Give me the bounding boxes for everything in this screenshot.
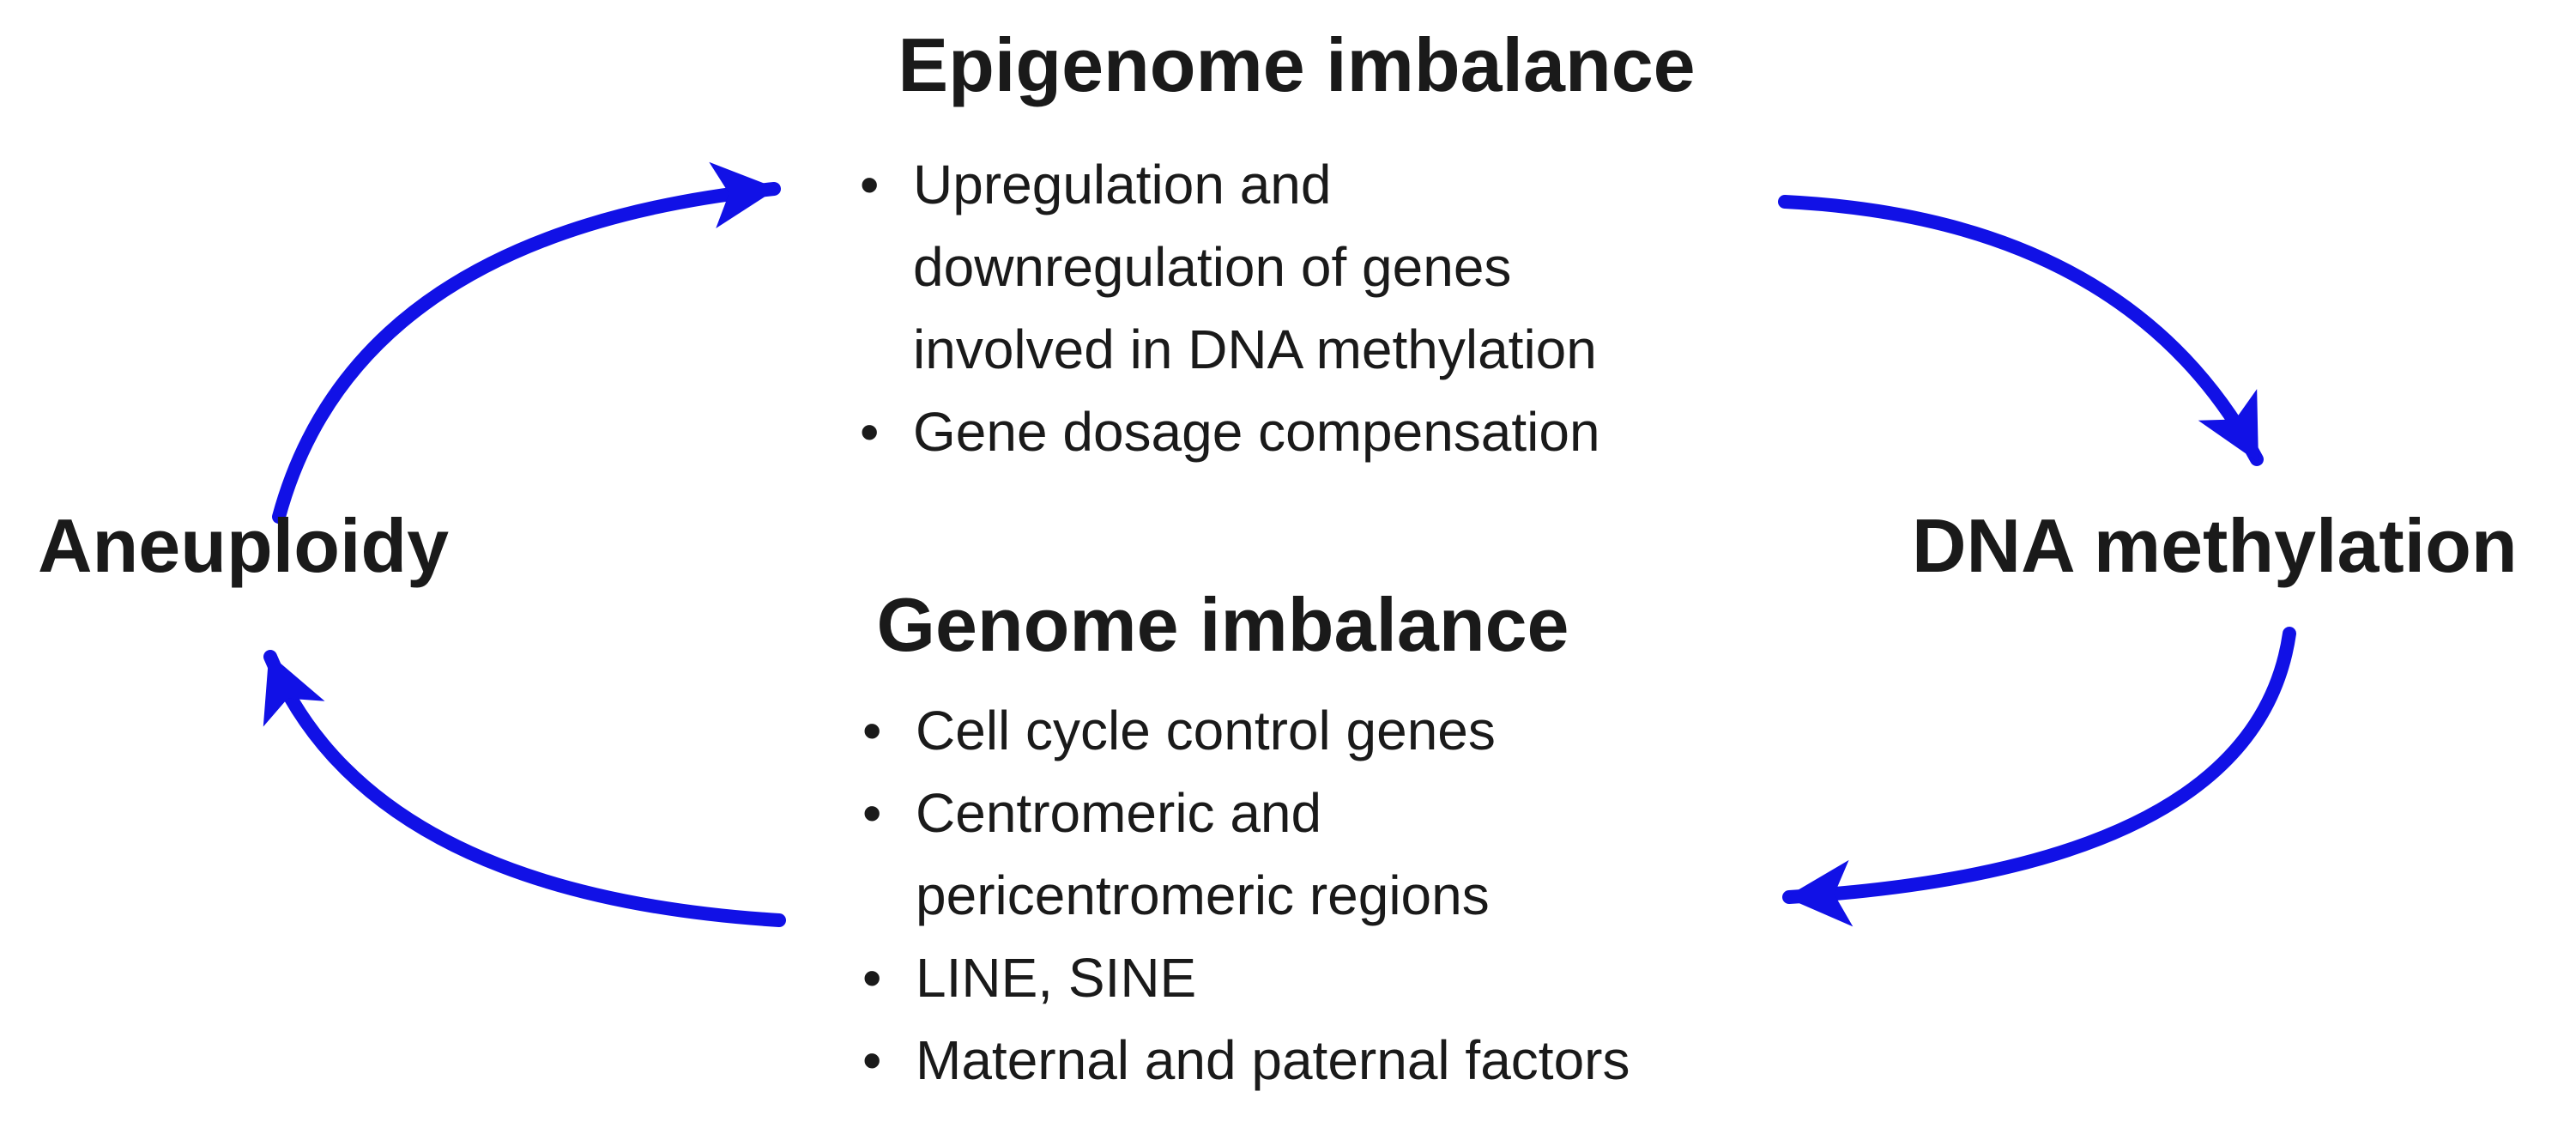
- bullet-line: Upregulation and: [913, 154, 1332, 215]
- node-aneuploidy: Aneuploidy: [38, 503, 450, 588]
- arrow-epigenome-to-dna-methylation-icon: [1778, 195, 2264, 466]
- bullet-item: • Centromeric and pericentromeric regions: [862, 772, 1630, 937]
- node-dna-methylation: DNA methylation: [1912, 503, 2518, 588]
- bullet-item: • Upregulation and downregulation of genes…: [860, 143, 1600, 391]
- section-title-epigenome-imbalance: Epigenome imbalance: [898, 22, 1696, 107]
- bullet-item: • LINE, SINE: [862, 937, 1630, 1019]
- arrow-aneuploidy-to-epigenome-icon: [272, 161, 781, 524]
- bullet-line: pericentromeric regions: [916, 864, 1490, 926]
- bullet-item: • Maternal and paternal factors: [862, 1019, 1630, 1101]
- arrow-dna-methylation-to-genome-icon: [1782, 627, 2296, 927]
- genome-bullet-list: • Cell cycle control genes • Centromeric an…: [862, 689, 1630, 1101]
- bullet-line: Cell cycle control genes: [916, 700, 1496, 761]
- bullet-line: downregulation of genes: [913, 236, 1512, 298]
- bullet-dot: •: [862, 947, 882, 1009]
- epigenome-bullet-list: • Upregulation and downregulation of genes…: [860, 143, 1600, 473]
- bullet-line: Maternal and paternal factors: [916, 1029, 1630, 1091]
- arrow-genome-to-aneuploidy-icon: [263, 650, 786, 927]
- bullet-line: Gene dosage compensation: [913, 401, 1600, 463]
- bullet-dot: •: [862, 1029, 882, 1091]
- bullet-dot: •: [862, 700, 882, 761]
- bullet-dot: •: [862, 782, 882, 844]
- bullet-line: Centromeric and: [916, 782, 1322, 844]
- section-title-genome-imbalance: Genome imbalance: [876, 582, 1569, 667]
- bullet-item: • Gene dosage compensation: [860, 391, 1600, 473]
- bullet-dot: •: [860, 401, 880, 463]
- bullet-item: • Cell cycle control genes: [862, 689, 1630, 772]
- bullet-dot: •: [860, 154, 880, 215]
- bullet-line: LINE, SINE: [916, 947, 1197, 1009]
- bullet-line: involved in DNA methylation: [913, 318, 1597, 380]
